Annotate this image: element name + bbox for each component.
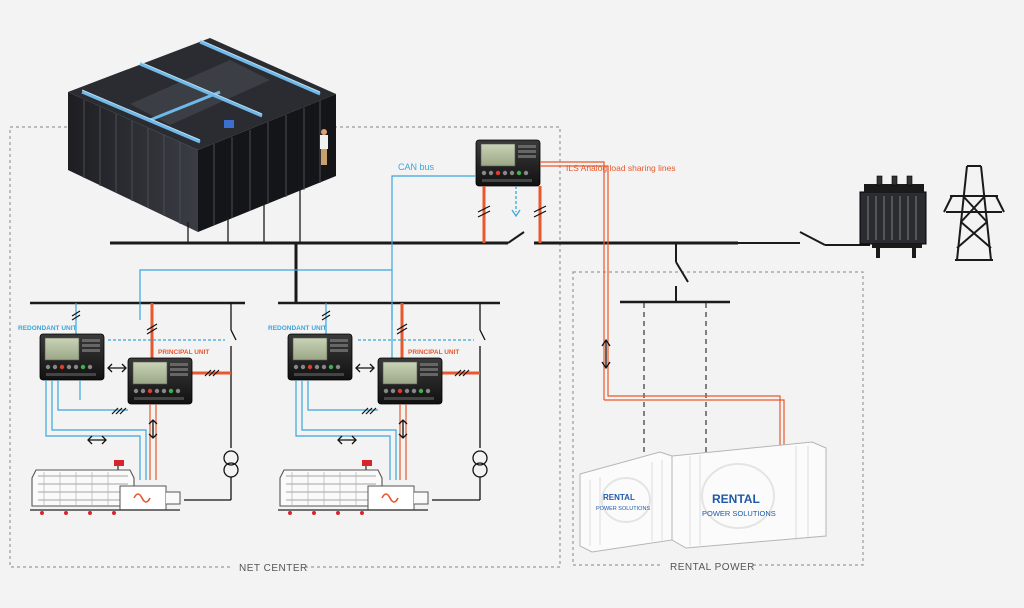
rental-logo-text: RENTAL	[712, 492, 760, 506]
genset-controller-icon	[39, 333, 105, 381]
genset-group-left: REDONDANT UNIT PRINCIPAL UNIT	[18, 303, 239, 516]
diesel-generator-icon	[29, 459, 181, 516]
can-bus-label: CAN bus	[398, 162, 435, 172]
genset-controller-icon	[287, 333, 353, 381]
main-bus	[110, 241, 738, 303]
principal-unit-label: PRINCIPAL UNIT	[408, 349, 459, 356]
rental-logo-text: RENTAL	[603, 493, 635, 502]
rental-logo-subtext: POWER SOLUTIONS	[596, 506, 650, 512]
ils-label: ILS Analog load sharing lines	[566, 163, 676, 173]
data-center-racks-icon	[68, 38, 336, 232]
circuit-breaker-icon	[507, 231, 870, 302]
redundant-unit-label: REDONDANT UNIT	[18, 325, 77, 332]
genset-controller-icon	[127, 357, 193, 405]
genset-group-right: REDONDANT UNIT PRINCIPAL UNIT	[268, 303, 488, 516]
transmission-tower-icon	[943, 165, 1005, 261]
can-bus-line	[139, 175, 476, 320]
genset-controller-icon	[377, 357, 443, 405]
redundant-unit-label: REDONDANT UNIT	[268, 325, 327, 332]
ils-lines	[540, 161, 785, 450]
genset-controller-icon	[475, 139, 541, 187]
rental-container-icon	[579, 441, 827, 553]
rental-logo-subtext: POWER SOLUTIONS	[702, 509, 776, 518]
net-center-label: NET CENTER	[239, 563, 308, 574]
power-transformer-icon	[859, 175, 927, 258]
rental-power-label: RENTAL POWER	[670, 562, 755, 573]
principal-unit-label: PRINCIPAL UNIT	[158, 349, 209, 356]
net-center-frame	[9, 126, 561, 568]
